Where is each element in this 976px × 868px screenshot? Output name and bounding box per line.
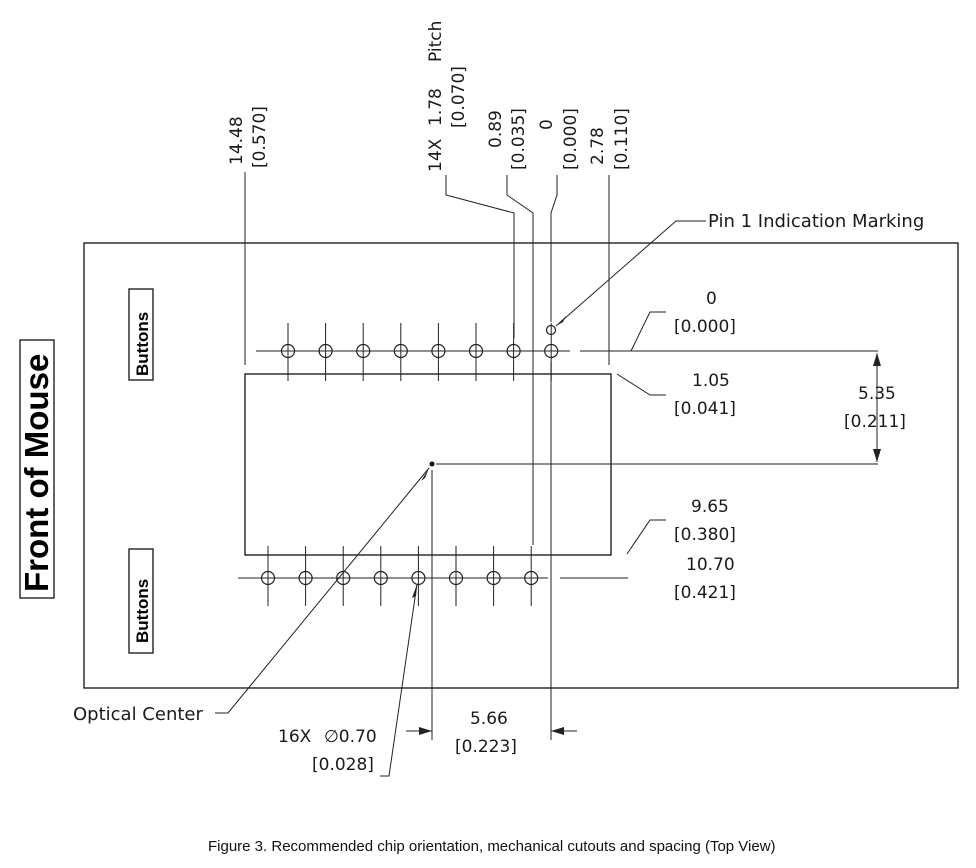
bottom-row-hole	[336, 570, 351, 586]
bottom-row-hole	[486, 570, 501, 586]
bottom-row-hole	[411, 570, 426, 586]
r0-inch: [0.000]	[674, 317, 736, 337]
optical-center-label: Optical Center	[73, 704, 203, 725]
hole-count: 16X	[278, 727, 312, 747]
hole-dia-leader	[380, 583, 418, 777]
dim-14-48-inch: [0.570]	[250, 106, 270, 168]
bottom-row-hole	[298, 570, 313, 586]
buttons-top-box	[128, 288, 154, 381]
top-row-hole	[506, 343, 521, 359]
dim-0-text: 0	[537, 119, 557, 130]
dim-0-89-inch: [0.035]	[509, 108, 529, 170]
dim-2-78-text: 2.78	[588, 127, 608, 165]
bottom-row-hole	[260, 570, 276, 586]
dim-5-35-arrow-top	[873, 353, 881, 366]
hole-dia-arrow	[412, 584, 417, 598]
front-of-mouse-label: Front of Mouse	[18, 354, 55, 592]
leader-r9-65	[626, 519, 666, 555]
r5-35-text: 5.35	[858, 384, 896, 404]
r9-65-inch: [0.380]	[674, 525, 736, 545]
optical-center-leader	[215, 467, 430, 714]
dim-0-89-text: 0.89	[486, 110, 506, 148]
dim-5-35-arrow-bottom	[873, 449, 881, 462]
leader-r0	[630, 311, 666, 352]
pitch-inch: [0.070]	[449, 66, 469, 128]
r9-65-text: 9.65	[691, 497, 729, 517]
r10-70-text: 10.70	[686, 555, 735, 575]
pin1-leader	[555, 220, 706, 327]
pin1-leader-arrow	[556, 316, 566, 326]
dim-5-66-arrow-left	[419, 727, 432, 735]
top-hole-row	[280, 323, 559, 381]
optical-center-arrow	[421, 468, 429, 481]
dim-5-66-inch: [0.223]	[455, 737, 517, 757]
pin1-marker	[545, 324, 557, 336]
top-row-hole	[318, 343, 333, 359]
r1-05-inch: [0.041]	[674, 399, 736, 419]
pin1-label: Pin 1 Indication Marking	[708, 211, 924, 232]
optical-center-point	[429, 461, 435, 467]
pitch-word: Pitch	[426, 21, 446, 62]
front-of-mouse-box	[19, 339, 55, 599]
r0-text: 0	[706, 289, 717, 309]
buttons-bottom-label: Buttons	[133, 579, 152, 643]
r5-35-inch: [0.211]	[844, 412, 906, 432]
r1-05-text: 1.05	[692, 371, 730, 391]
bottom-row-hole	[524, 570, 539, 586]
pitch-mm: 1.78	[426, 88, 446, 126]
dim-14-48-text: 14.48	[227, 116, 247, 165]
bottom-hole-row	[260, 546, 539, 606]
dim-5-66-arrow-right	[551, 727, 564, 735]
top-row-hole	[468, 343, 484, 359]
r10-70-inch: [0.421]	[674, 583, 736, 603]
figure-caption: Figure 3. Recommended chip orientation, …	[208, 838, 776, 855]
top-row-hole	[431, 343, 446, 359]
top-row-hole	[356, 343, 371, 359]
ext-0-89	[506, 175, 534, 545]
ext-0	[550, 175, 558, 322]
buttons-top-label: Buttons	[133, 312, 152, 376]
board-outline	[83, 242, 959, 689]
buttons-bottom-box	[128, 548, 154, 654]
pitch-count: 14X	[426, 138, 446, 172]
top-row-hole	[280, 343, 296, 359]
bottom-row-hole	[373, 570, 388, 586]
hole-dia: ∅0.70	[324, 727, 377, 747]
top-row-hole	[393, 343, 408, 359]
dim-0-inch: [0.000]	[561, 108, 581, 170]
dim-2-78-inch: [0.110]	[612, 108, 632, 170]
bottom-row-hole	[448, 570, 464, 586]
leader-r1-05	[616, 373, 666, 396]
top-row-hole	[544, 343, 559, 359]
hole-inch: [0.028]	[312, 755, 374, 775]
ext-pitch	[445, 175, 515, 338]
dim-5-66-text: 5.66	[470, 709, 508, 729]
